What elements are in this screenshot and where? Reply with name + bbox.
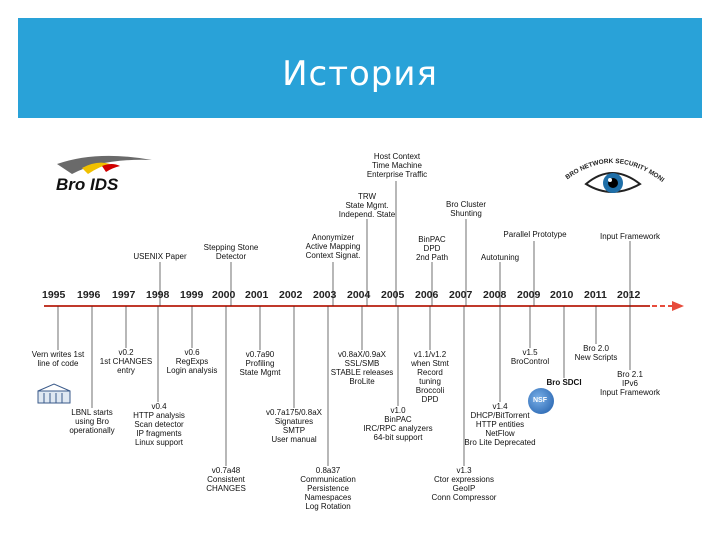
year-label: 2003 [313,289,337,301]
year-label: 2005 [381,289,405,301]
year-label: 2000 [212,289,236,301]
year-label: 2006 [415,289,439,301]
year-label: 1997 [112,289,136,301]
bro-network-monitor-logo: BRO NETWORK SECURITY MONITOR [556,148,665,193]
title-banner: История [18,18,702,118]
year-label: 1999 [180,289,204,301]
year-label: 2007 [449,289,473,301]
year-label: 2012 [617,289,641,301]
year-label: 1996 [77,289,101,301]
year-label: 2008 [483,289,507,301]
event-autotuning: Autotuning [480,253,520,262]
event-input-framework: Input Framework [599,232,661,241]
timeline-arrowhead [672,301,684,311]
year-label: 2010 [550,289,574,301]
nsf-logo-text: NSF [533,397,547,404]
year-label: 2002 [279,289,303,301]
event-usenix-paper: USENIX Paper [133,252,187,261]
year-label: 2011 [584,289,607,301]
year-label: 2001 [245,289,269,301]
bro-ids-wordmark: Bro IDS [56,175,119,194]
year-label: 1995 [42,289,66,301]
year-label: 1998 [146,289,170,301]
event-parallel-prototype: Parallel Prototype [503,230,567,239]
lbnl-building-icon [37,383,71,404]
slide-title: История [282,54,438,94]
year-label: 2004 [347,289,371,301]
event-bro-sdci: Bro SDCI [546,378,582,387]
bro-ids-logo: Bro IDS [56,155,152,194]
year-label: 2009 [517,289,541,301]
nsf-logo [528,388,554,414]
